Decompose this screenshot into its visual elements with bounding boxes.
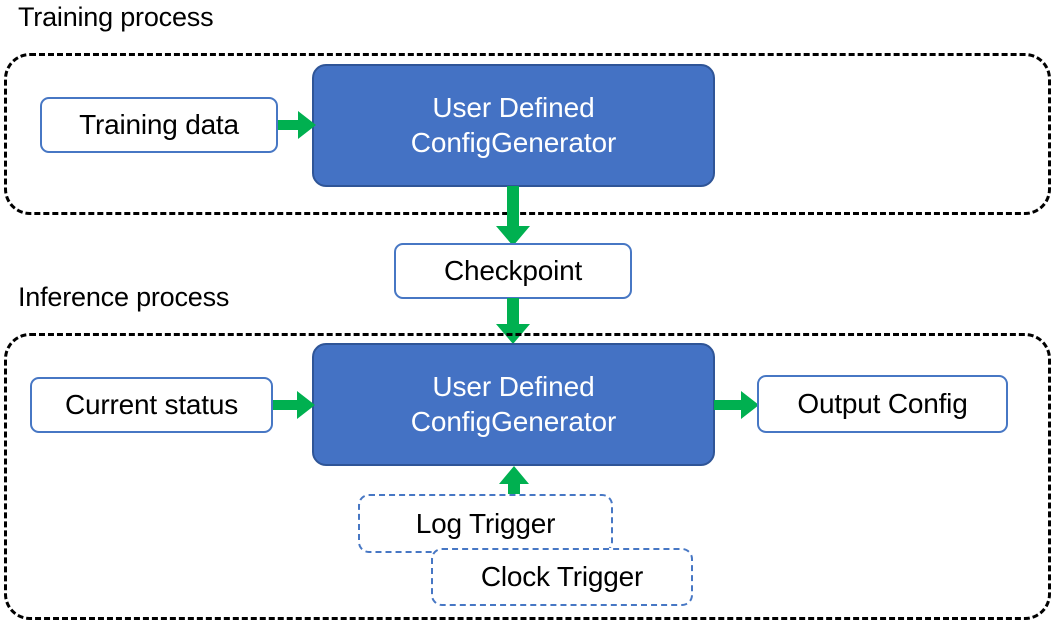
clock-trigger-box[interactable]: Clock Trigger	[431, 548, 693, 606]
inference-config-generator-box[interactable]: User Defined ConfigGenerator	[312, 343, 715, 466]
current-status-label: Current status	[64, 388, 239, 420]
arrow-triggers-to-generator	[499, 466, 529, 502]
log-trigger-box[interactable]: Log Trigger	[358, 494, 613, 553]
arrow-training-data-to-generator	[278, 111, 316, 139]
training-data-box[interactable]: Training data	[40, 97, 278, 153]
training-generator-label-line2: ConfigGenerator	[410, 127, 617, 158]
inference-generator-label-line1: User Defined	[432, 370, 595, 402]
log-trigger-label: Log Trigger	[415, 507, 556, 539]
clock-trigger-label: Clock Trigger	[480, 561, 644, 592]
training-data-label: Training data	[79, 108, 239, 140]
arrow-checkpoint-to-inference-generator	[496, 298, 530, 344]
arrow-generator-to-output-config	[714, 391, 759, 419]
current-status-box[interactable]: Current status	[30, 377, 273, 433]
checkpoint-box[interactable]: Checkpoint	[394, 243, 632, 299]
training-config-generator-box[interactable]: User Defined ConfigGenerator	[312, 64, 715, 187]
arrow-current-status-to-generator	[273, 391, 315, 419]
inference-process-container	[4, 333, 1051, 620]
output-config-label: Output Config	[797, 387, 968, 419]
training-generator-label-line1: User Defined	[432, 91, 595, 123]
inference-process-title: Inference process	[18, 282, 230, 312]
training-process-title: Training process	[18, 2, 214, 32]
arrow-training-generator-to-checkpoint	[496, 186, 530, 246]
output-config-box[interactable]: Output Config	[757, 375, 1008, 433]
checkpoint-label: Checkpoint	[443, 254, 583, 286]
training-process-container	[4, 53, 1051, 215]
inference-generator-label-line2: ConfigGenerator	[410, 406, 617, 437]
